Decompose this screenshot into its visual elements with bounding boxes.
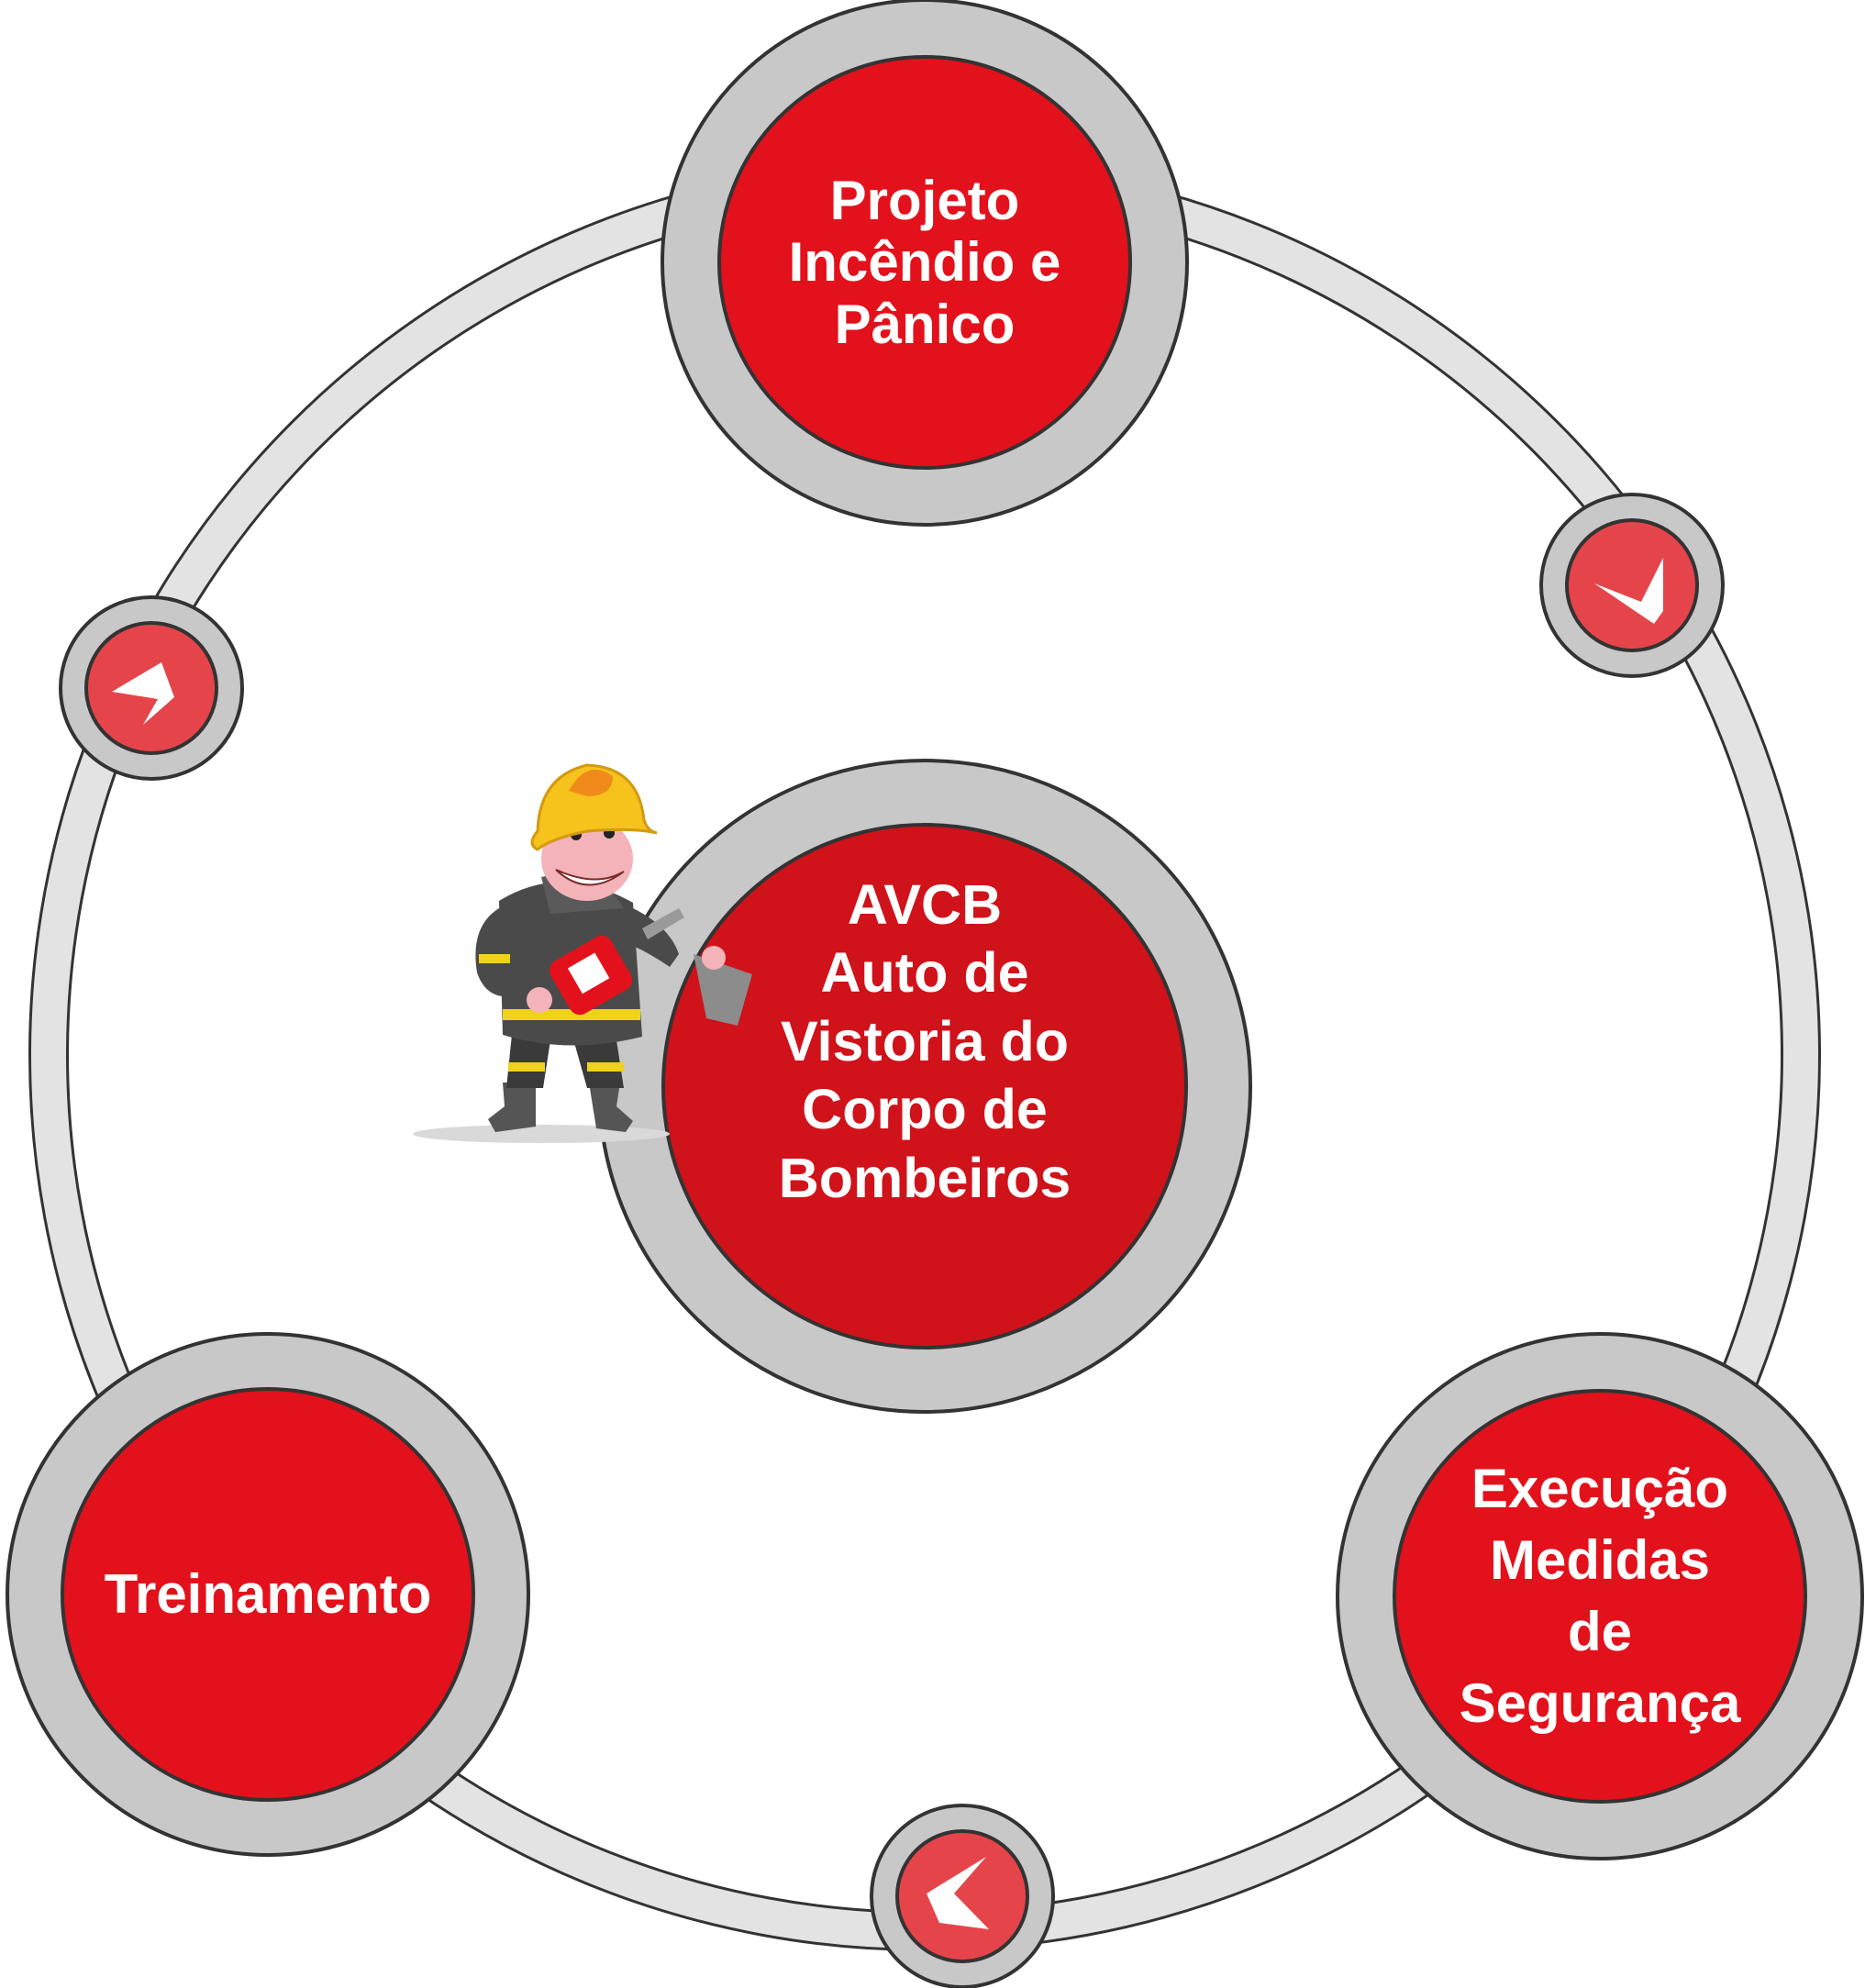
connector-left [59,595,244,781]
node-treinamento [6,1332,530,1857]
node-execucao-line-2: Medidas [1489,1529,1711,1591]
node-avcb-label: AVCB Auto de Vistoria do Corpo de Bombei… [723,862,1127,1220]
node-execucao-line-3: de [1567,1601,1633,1662]
node-projeto-line-1: Projeto [829,170,1020,232]
firefighter-with-extinguisher-icon [413,763,752,1143]
node-projeto [661,0,1189,527]
node-treinamento-line-1: Treinamento [104,1563,432,1626]
node-treinamento-label: Treinamento [75,1550,461,1638]
node-avcb-line-2: Auto de [820,941,1029,1005]
node-execucao-line-1: Execução [1471,1458,1729,1519]
node-execucao-line-4: Segurança [1459,1672,1741,1734]
node-execucao [1336,1332,1864,1860]
node-projeto-label: Projeto Incêndio e Pânico [738,152,1112,372]
node-projeto-line-3: Pânico [834,293,1016,355]
node-avcb-line-3: Vistoria do [780,1009,1070,1072]
chevron-up-icon [112,662,174,725]
node-avcb-line-4: Corpo de [802,1078,1048,1141]
node-projeto-line-2: Incêndio e [788,231,1061,294]
connector-top-right [1539,493,1725,678]
chevron-down-icon [1594,558,1663,624]
connector-bottom [870,1804,1055,1988]
node-avcb [597,759,1252,1414]
node-execucao-label: Execução Medidas de Segurança [1416,1449,1783,1743]
chevron-left-icon [927,1857,989,1929]
node-avcb-line-1: AVCB [847,872,1003,936]
node-avcb-line-5: Bombeiros [778,1146,1071,1209]
